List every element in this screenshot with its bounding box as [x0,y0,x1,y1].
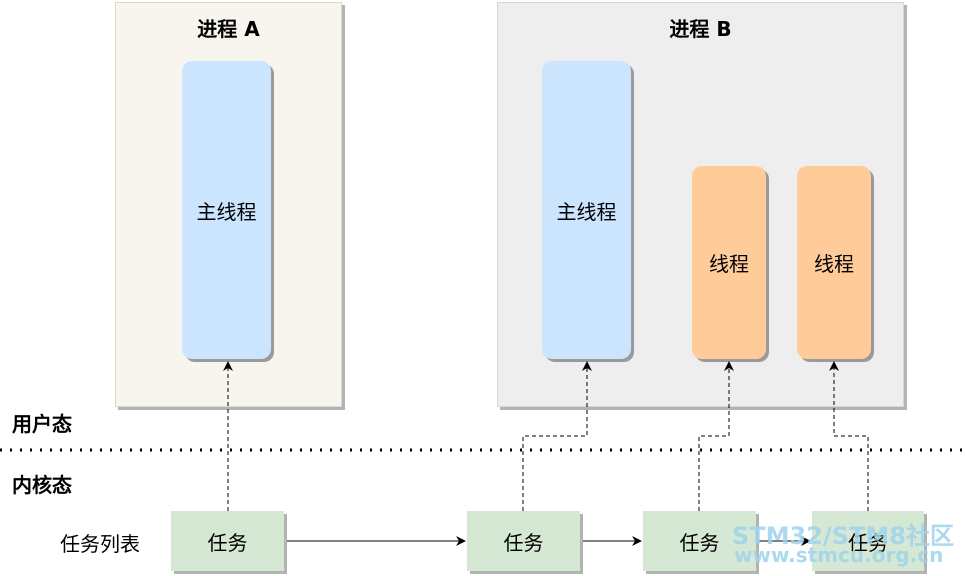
task-1: 任务 [171,511,284,571]
process-b-thread-1-label: 线程 [709,252,749,276]
user-space-label: 用户态 [12,412,72,436]
task-4-label: 任务 [848,530,888,555]
watermark-line-2: www.stmcu.org.cn [734,543,944,567]
process-b-thread-2: 线程 [797,166,871,359]
task-3-label: 任务 [679,530,720,555]
process-a-main-thread-label: 主线程 [196,199,257,224]
process-b-thread-2-label: 线程 [814,252,854,276]
watermark-line-1: STM32/STM8社区 [732,522,954,550]
task3-to-process-b-thread-1-arrow [698,361,734,511]
process-a-title: 进程 A [197,17,260,41]
task4-to-process-b-thread-2-arrow [829,361,869,511]
task-list-label: 任务列表 [60,532,140,556]
task-3: 任务 [643,511,756,571]
process-b-thread-1: 线程 [692,166,766,359]
task-4: 任务 [812,511,924,571]
task-1-label: 任务 [207,530,248,555]
process-b-title: 进程 B [669,17,732,41]
task-2-label: 任务 [503,530,544,555]
process-b-main-thread-label: 主线程 [556,199,617,224]
task-2: 任务 [467,511,580,571]
process-b-main-thread: 主线程 [542,61,631,359]
task2-to-process-b-main-thread-arrow [522,361,592,511]
kernel-space-label: 内核态 [12,473,72,497]
process-a-main-thread: 主线程 [182,61,271,359]
